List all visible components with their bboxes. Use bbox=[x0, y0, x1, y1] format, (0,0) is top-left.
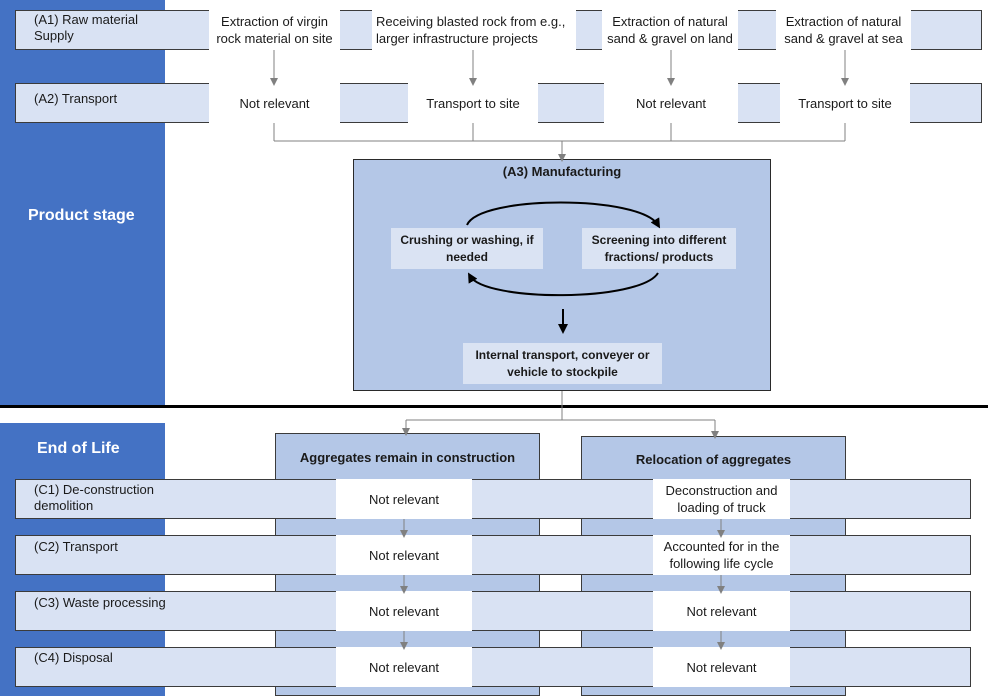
c1-right-cell: Deconstruction and loading of truck bbox=[653, 479, 790, 519]
cycle-arrow-bottom bbox=[467, 272, 659, 297]
c4-right-cell: Not relevant bbox=[653, 647, 790, 687]
column-remain-header: Aggregates remain in construction bbox=[299, 449, 516, 465]
c2-right-cell: Accounted for in the following life cycl… bbox=[653, 535, 790, 575]
c4-row bbox=[15, 647, 971, 687]
c2-row bbox=[15, 535, 971, 575]
c2-row-label: (C2) Transport bbox=[34, 539, 118, 554]
crushing-box: Crushing or washing, if needed bbox=[391, 228, 543, 269]
a2-item-2: Transport to site bbox=[408, 83, 538, 123]
cycle-arrow-top bbox=[466, 201, 661, 229]
a1-source-sand-sea: Extraction of natural sand & gravel at s… bbox=[776, 10, 911, 50]
a3-manufacturing-title: (A3) Manufacturing bbox=[502, 163, 622, 179]
c1-row bbox=[15, 479, 971, 519]
product-stage-bar bbox=[0, 0, 165, 405]
product-stage-title: Product stage bbox=[28, 207, 135, 224]
a2-row-label: (A2) Transport bbox=[34, 91, 118, 106]
a2-item-1: Not relevant bbox=[209, 83, 340, 123]
stage-divider bbox=[0, 405, 988, 408]
a2-item-3: Not relevant bbox=[604, 83, 738, 123]
a2-item-4: Transport to site bbox=[780, 83, 910, 123]
c3-left-cell: Not relevant bbox=[336, 591, 472, 631]
column-relocation-header: Relocation of aggregates bbox=[635, 451, 792, 467]
screening-box: Screening into different fractions/ prod… bbox=[582, 228, 736, 269]
c3-row bbox=[15, 591, 971, 631]
c3-right-cell: Not relevant bbox=[653, 591, 790, 631]
c4-row-label: (C4) Disposal bbox=[34, 650, 113, 665]
end-of-life-title: End of Life bbox=[37, 440, 120, 457]
a1-source-virgin-rock: Extraction of virgin rock material on si… bbox=[209, 10, 340, 50]
c1-row-label: (C1) De-construction demolition bbox=[34, 482, 154, 513]
a1-source-sand-land: Extraction of natural sand & gravel on l… bbox=[602, 10, 738, 50]
c4-left-cell: Not relevant bbox=[336, 647, 472, 687]
c1-left-cell: Not relevant bbox=[336, 479, 472, 519]
internal-transport-box: Internal transport, conveyer or vehicle … bbox=[463, 343, 662, 384]
a1-source-blasted-rock: Receiving blasted rock from e.g., larger… bbox=[372, 10, 576, 50]
c2-left-cell: Not relevant bbox=[336, 535, 472, 575]
a1-row-label: (A1) Raw material Supply bbox=[34, 12, 139, 43]
c3-row-label: (C3) Waste processing bbox=[34, 595, 166, 610]
